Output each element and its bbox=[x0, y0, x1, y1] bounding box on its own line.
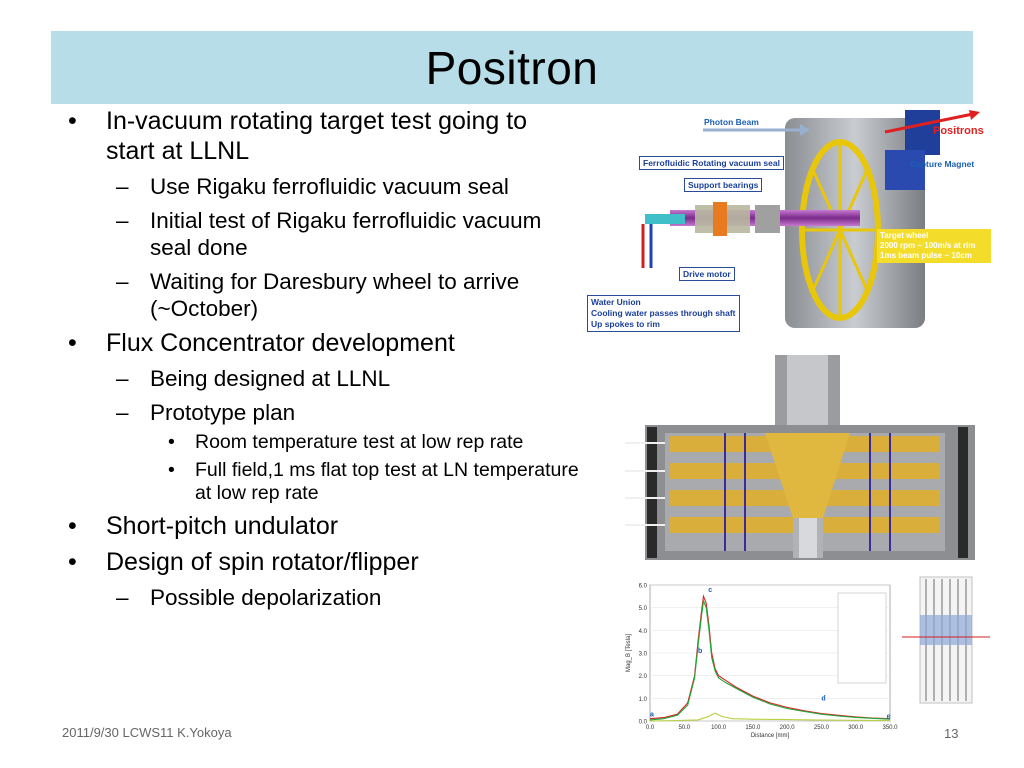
footer-date-conference: 2011/9/30 LCWS11 K.Yokoya bbox=[62, 725, 232, 740]
undulator-drawing bbox=[902, 576, 990, 704]
bullet-text: Room temperature test at low rep rate bbox=[195, 431, 524, 453]
point-label-e: e bbox=[887, 714, 891, 721]
capture-magnet-label: Capture Magnet bbox=[910, 159, 975, 169]
bullet-text: Flux Concentrator development bbox=[106, 329, 455, 357]
bullet-text: Short-pitch undulator bbox=[106, 512, 339, 540]
y-tick-label: 5.0 bbox=[639, 606, 648, 612]
bullet-text: Use Rigaku ferrofluidic vacuum seal bbox=[150, 174, 509, 199]
bullet-marker: • bbox=[168, 459, 175, 481]
legend-box bbox=[837, 592, 887, 684]
y-tick-label: 1.0 bbox=[639, 697, 648, 703]
x-tick-label: 300.0 bbox=[848, 725, 864, 731]
bullet-marker: – bbox=[116, 366, 129, 391]
water-union-line-2: Cooling water passes through shaft bbox=[591, 308, 736, 318]
series-line-2 bbox=[649, 712, 891, 722]
flux-concentrator-drawing bbox=[625, 353, 990, 563]
series-line-1 bbox=[649, 598, 891, 721]
x-tick-label: 0.0 bbox=[646, 725, 655, 731]
bullet-marker: • bbox=[168, 431, 175, 453]
x-tick-label: 200.0 bbox=[780, 725, 796, 731]
bullet-text: Design of spin rotator/flipper bbox=[106, 548, 419, 576]
water-union-line-3: Up spokes to rim bbox=[591, 319, 660, 329]
x-tick-label: 50.0 bbox=[678, 725, 690, 731]
point-label-c: c bbox=[708, 587, 712, 594]
bullet-level-2: –Being designed at LLNL bbox=[60, 365, 580, 392]
undulator-figure bbox=[902, 575, 990, 705]
bullet-level-2: –Use Rigaku ferrofluidic vacuum seal bbox=[60, 173, 580, 200]
bullet-text: Waiting for Daresbury wheel to arrive (~… bbox=[150, 269, 520, 321]
bullet-text: Prototype plan bbox=[150, 400, 296, 425]
x-tick-label: 150.0 bbox=[745, 725, 761, 731]
target-wheel-line-3: 1ms beam pulse ~ 10cm bbox=[880, 251, 972, 260]
positrons-label: Positrons bbox=[933, 125, 984, 137]
bullet-level-1: • Design of spin rotator/flipper bbox=[60, 547, 580, 577]
drive-motor-callout: Drive motor bbox=[679, 267, 735, 281]
title-bar: Positron bbox=[51, 31, 973, 104]
point-label-b: b bbox=[698, 648, 702, 655]
bullet-marker: – bbox=[116, 208, 129, 233]
rotating-target-drawing bbox=[641, 110, 980, 328]
rotating-target-figure bbox=[585, 110, 990, 335]
slide-number: 13 bbox=[944, 726, 959, 741]
bullet-level-1: • Short-pitch undulator bbox=[60, 511, 580, 541]
water-union-line-1: Water Union bbox=[591, 297, 641, 307]
bullet-marker: • bbox=[68, 548, 77, 576]
bullet-level-2: –Waiting for Daresbury wheel to arrive (… bbox=[60, 268, 580, 322]
slide-title: Positron bbox=[425, 41, 599, 94]
bullet-text: In-vacuum rotating target test going to … bbox=[106, 107, 528, 165]
bullet-marker: – bbox=[116, 585, 129, 610]
bullet-level-2: –Possible depolarization bbox=[60, 584, 580, 611]
y-tick-label: 3.0 bbox=[639, 652, 648, 658]
y-tick-label: 2.0 bbox=[639, 674, 648, 680]
bullet-text: Possible depolarization bbox=[150, 585, 382, 610]
bullet-marker: • bbox=[68, 512, 77, 540]
x-tick-label: 100.0 bbox=[711, 725, 727, 731]
target-wheel-line-1: Target wheel bbox=[880, 231, 929, 240]
target-wheel-line-2: 2000 rpm ~ 100m/s at rim bbox=[880, 241, 976, 250]
bullet-level-2: –Initial test of Rigaku ferrofluidic vac… bbox=[60, 207, 580, 261]
point-label-d: d bbox=[821, 696, 825, 703]
bullet-marker: – bbox=[116, 269, 129, 294]
bullet-level-2: –Prototype plan bbox=[60, 399, 580, 426]
bullet-list: • In-vacuum rotating target test going to… bbox=[60, 106, 580, 611]
bullet-text: Full field,1 ms flat top test at LN temp… bbox=[195, 459, 579, 504]
field-plot: 0.0 1.0 2.0 3.0 4.0 5.0 6.0 0.0 50.0 100.0 150.0 20… bbox=[620, 575, 905, 740]
water-union-callout: Water Union Cooling water passes through… bbox=[587, 295, 740, 332]
bullet-level-3: • Room temperature test at low rep rate bbox=[60, 431, 580, 454]
field-plot-svg: 0.0 1.0 2.0 3.0 4.0 5.0 6.0 0.0 50.0 100.0 150.0 20… bbox=[626, 584, 898, 740]
y-tick-label: 6.0 bbox=[639, 584, 648, 590]
y-tick-label: 0.0 bbox=[639, 720, 648, 726]
bullet-text: Initial test of Rigaku ferrofluidic vacu… bbox=[150, 208, 542, 260]
photon-beam-label: Photon Beam bbox=[704, 117, 759, 127]
flux-concentrator-figure bbox=[625, 353, 990, 563]
bullet-marker: • bbox=[68, 107, 77, 135]
bullet-level-1: • In-vacuum rotating target test going to… bbox=[60, 106, 580, 166]
support-bearings-callout: Support bearings bbox=[684, 178, 763, 192]
bullet-text: Being designed at LLNL bbox=[150, 366, 391, 391]
bullet-marker: • bbox=[68, 329, 77, 357]
x-tick-label: 250.0 bbox=[814, 725, 830, 731]
ferrofluidic-seal-callout: Ferrofluidic Rotating vacuum seal bbox=[639, 156, 784, 170]
y-tick-label: 4.0 bbox=[639, 629, 648, 635]
bullet-level-3: • Full field,1 ms flat top test at LN tem… bbox=[60, 459, 580, 505]
point-label-a: a bbox=[650, 711, 654, 718]
bullet-level-1: • Flux Concentrator development bbox=[60, 328, 580, 358]
target-wheel-callout: Target wheel 2000 rpm ~ 100m/s at rim 1m… bbox=[877, 229, 991, 263]
x-tick-label: 350.0 bbox=[882, 725, 898, 731]
y-axis-label: Mag_B [Tesla] bbox=[626, 634, 632, 672]
bullet-marker: – bbox=[116, 174, 129, 199]
x-axis-label: Distance [mm] bbox=[751, 733, 790, 739]
bullet-marker: – bbox=[116, 400, 129, 425]
